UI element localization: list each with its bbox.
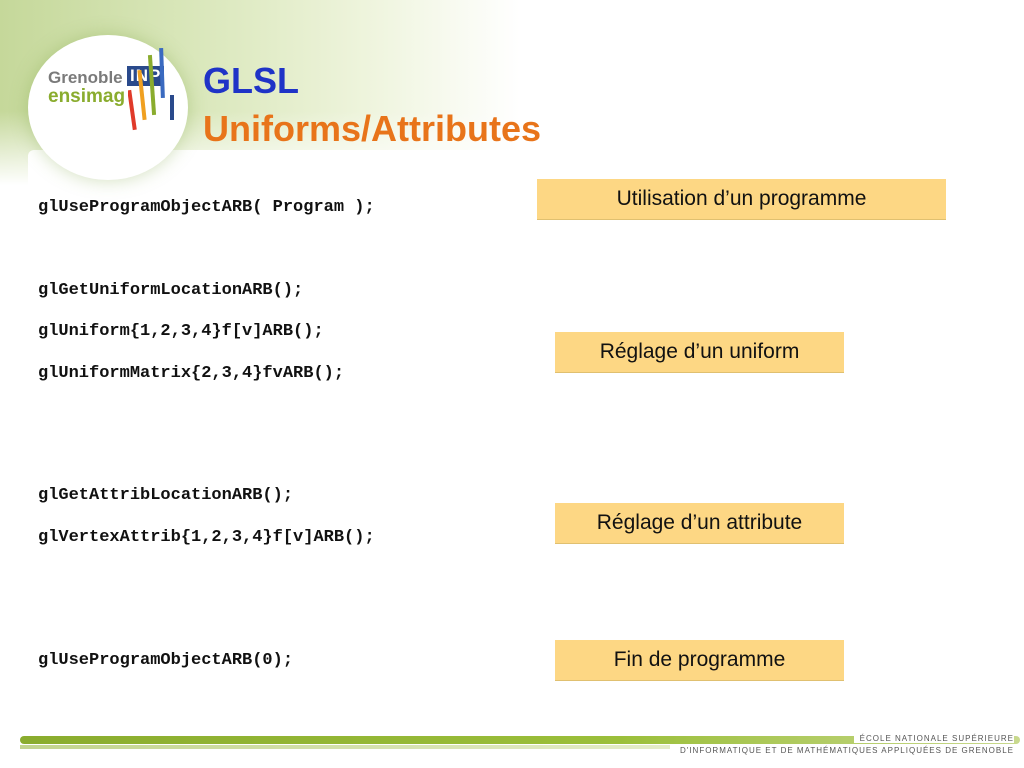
label-end-program: Fin de programme (555, 640, 844, 681)
footer-subbar (20, 745, 670, 749)
label-set-uniform: Réglage d’un uniform (555, 332, 844, 373)
logo-ensimag: ensimag (48, 86, 126, 107)
label-use-program: Utilisation d’un programme (537, 179, 946, 220)
footer-school-line2: D'INFORMATIQUE ET DE MATHÉMATIQUES APPLI… (680, 746, 1014, 755)
code-line-uniform-matrix: glUniformMatrix{2,3,4}fvARB(); (38, 364, 345, 383)
logo-bars-icon (128, 47, 174, 131)
code-line-get-attrib-location: glGetAttribLocationARB(); (38, 486, 294, 505)
code-line-get-uniform-location: glGetUniformLocationARB(); (38, 281, 304, 300)
footer-bar (20, 736, 1020, 744)
logo-grenoble: Grenoble (48, 68, 123, 87)
footer-school-line1: ÉCOLE NATIONALE SUPÉRIEURE (853, 734, 1014, 743)
code-line-use-program: glUseProgramObjectARB( Program ); (38, 198, 375, 217)
code-line-vertex-attrib: glVertexAttrib{1,2,3,4}f[v]ARB(); (38, 528, 375, 547)
code-line-uniform: glUniform{1,2,3,4}f[v]ARB(); (38, 322, 324, 341)
slide-title: GLSL (203, 60, 299, 101)
slide-subtitle: Uniforms/Attributes (203, 108, 542, 149)
code-line-end-program: glUseProgramObjectARB(0); (38, 651, 294, 670)
label-set-attribute: Réglage d’un attribute (555, 503, 844, 544)
